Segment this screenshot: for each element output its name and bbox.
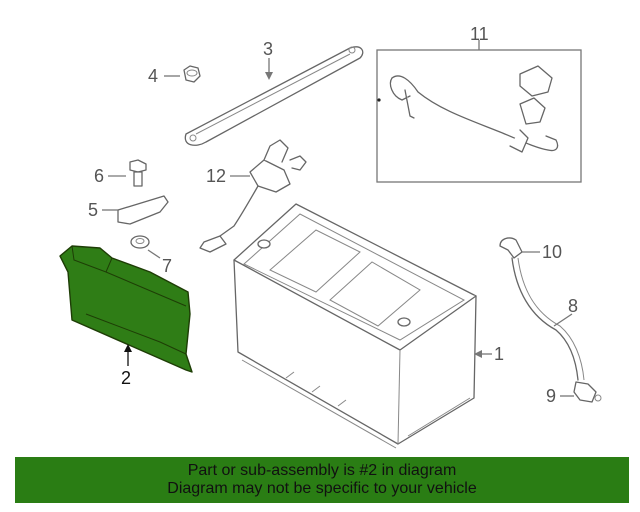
callout-3: 3 xyxy=(263,39,273,59)
part-9-vent-fitting xyxy=(573,381,602,403)
callout-6: 6 xyxy=(94,166,104,186)
callout-1: 1 xyxy=(494,344,504,364)
part-7-washer xyxy=(130,235,150,249)
callout-7: 7 xyxy=(162,256,172,276)
callout-4: 4 xyxy=(148,66,158,86)
info-banner: Part or sub-assembly is #2 in diagram Di… xyxy=(15,457,629,503)
part-11-cable-harness xyxy=(376,49,582,183)
part-3-hold-down-bracket xyxy=(184,46,364,146)
parts-diagram: 11 3 4 6 5 7 12 xyxy=(59,24,602,449)
callout-9: 9 xyxy=(546,386,556,406)
callout-12: 12 xyxy=(206,166,226,186)
callout-5: 5 xyxy=(88,200,98,220)
banner-line-1: Part or sub-assembly is #2 in diagram xyxy=(187,462,457,479)
part-1-battery xyxy=(233,203,477,449)
part-10-vent-elbow xyxy=(499,237,523,259)
callout-8: 8 xyxy=(568,296,578,316)
part-2-battery-cover xyxy=(59,245,193,373)
callout-11: 11 xyxy=(470,24,489,44)
banner-line-2: Diagram may not be specific to your vehi… xyxy=(167,480,477,497)
part-8-vent-hose xyxy=(511,257,585,381)
part-5-clamp xyxy=(117,195,169,225)
part-4-nut xyxy=(183,65,201,83)
callout-2: 2 xyxy=(121,368,131,388)
part-6-bolt xyxy=(129,159,147,187)
callout-10: 10 xyxy=(542,242,562,262)
part-12-battery-cable xyxy=(199,139,307,253)
